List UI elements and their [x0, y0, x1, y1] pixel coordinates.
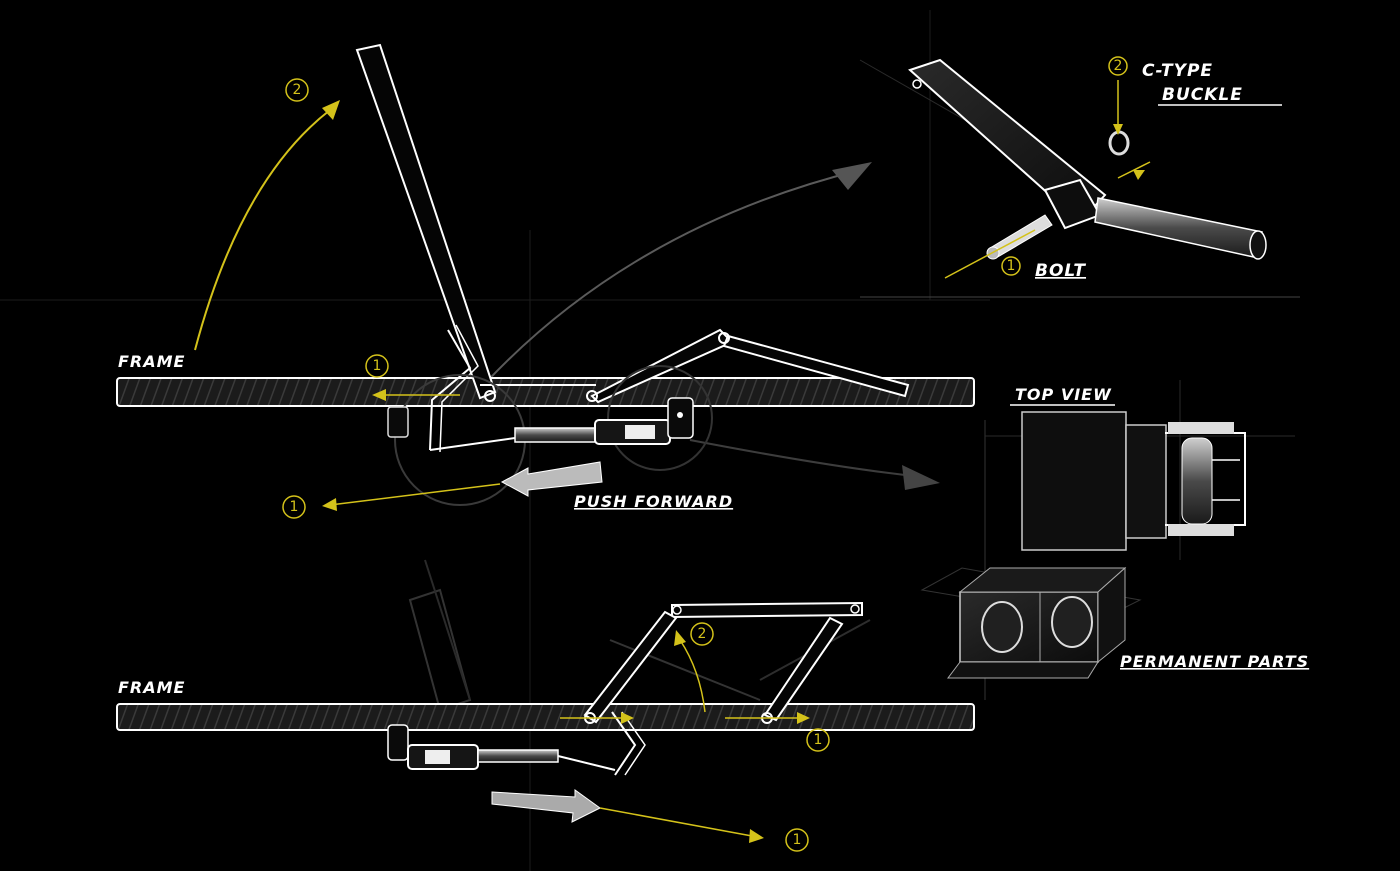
- c-type-label-line2: BUCKLE: [1162, 85, 1243, 105]
- marker-bottom-1b: 1: [785, 828, 809, 852]
- frame-bar-bottom: [116, 703, 975, 731]
- marker-bolt-1-text: 1: [1007, 258, 1016, 274]
- top-view-detail: TOP VIEW: [985, 380, 1295, 560]
- marker-top-1-text: 1: [373, 358, 382, 374]
- buckle-detail: 2 1 C-TYPE BUCKLE BOLT: [859, 56, 1282, 281]
- frame-bar-top: [116, 377, 975, 407]
- bolt-label: BOLT: [1035, 261, 1086, 281]
- marker-push-1: 1: [282, 495, 306, 519]
- buckle-arm: [908, 58, 1107, 224]
- buckle-tube: [1094, 197, 1263, 259]
- top-mechanism: 2 1 1 FRAME PUSH FORWARD: [116, 43, 975, 519]
- marker-top-2: 2: [285, 78, 309, 102]
- marker-bottom-1a: 1: [806, 728, 830, 752]
- permanent-parts-detail: PERMANENT PARTS: [920, 566, 1309, 679]
- gas-strut-top: [514, 427, 596, 443]
- marker-buckle-2: 2: [1108, 56, 1128, 76]
- top-view-block: [1021, 411, 1127, 551]
- sweep-arrow-head: [832, 162, 872, 190]
- push-forward-arrow: [500, 461, 603, 497]
- sweep-arrow-grey: [469, 169, 861, 401]
- marker-top-2-text: 2: [293, 82, 302, 98]
- marker-bottom-2-text: 2: [698, 626, 707, 642]
- marker-bottom-1a-text: 1: [814, 732, 823, 748]
- gas-strut-bottom: [477, 749, 559, 763]
- top-view-roller: [1181, 437, 1213, 525]
- marker-top-1: 1: [365, 354, 389, 378]
- permanent-parts-label: PERMANENT PARTS: [1120, 652, 1309, 671]
- marker-buckle-2-text: 2: [1114, 58, 1123, 74]
- construction-lines: [0, 10, 1300, 871]
- frame-label-top: FRAME: [118, 352, 185, 371]
- marker-bottom-2: 2: [690, 622, 714, 646]
- marker-bottom-1b-text: 1: [793, 832, 802, 848]
- c-type-label-line1: C-TYPE: [1142, 61, 1213, 81]
- frame-label-bottom: FRAME: [118, 678, 185, 697]
- bottom-mechanism: 2 1 1 FRAME: [116, 559, 975, 852]
- push-forward-label: PUSH FORWARD: [574, 492, 733, 511]
- backrest-top: [355, 43, 497, 400]
- marker-push-1-text: 1: [290, 499, 299, 515]
- top-view-label: TOP VIEW: [1015, 385, 1112, 404]
- bottom-hatched-arrow: [491, 789, 601, 823]
- marker-bolt-1: 1: [1001, 256, 1021, 276]
